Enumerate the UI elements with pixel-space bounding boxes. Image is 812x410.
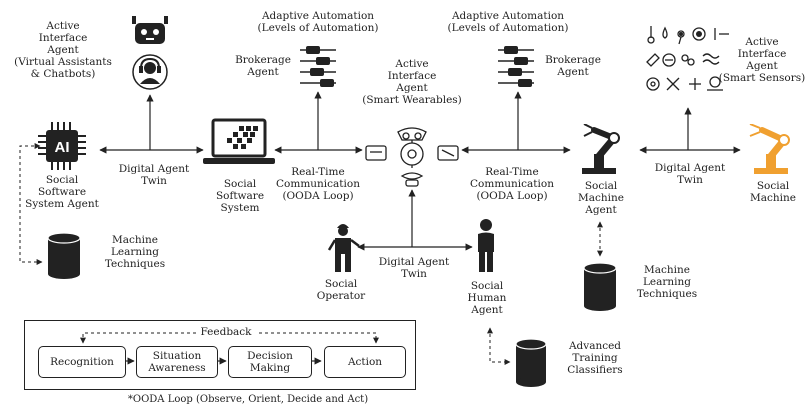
robot-arm-black-icon — [582, 124, 620, 174]
ooda-step-recognition: Recognition — [38, 346, 126, 378]
label-realtime-comm-left: Real-Time Communication (OODA Loop) — [276, 166, 360, 202]
laptop-icon — [203, 118, 275, 164]
ooda-feedback-label: Feedback — [196, 326, 256, 338]
smart-wearables-icon — [365, 127, 459, 187]
social-operator-icon — [327, 224, 360, 272]
ooda-step-decision-making: Decision Making — [228, 346, 312, 378]
label-social-human-agent: Social Human Agent — [467, 280, 507, 316]
social-human-icon — [478, 219, 494, 272]
ml-database-right-icon — [583, 262, 617, 311]
label-social-machine: Social Machine — [750, 180, 796, 204]
label-social-operator: Social Operator — [316, 278, 366, 302]
robot-arm-orange-icon — [749, 124, 790, 174]
label-adaptive-automation-right: Adaptive Automation (Levels of Automatio… — [447, 10, 569, 34]
sliders-left-icon — [300, 46, 336, 87]
chatbot-robot-icon — [132, 16, 168, 44]
label-ml-techniques-right: Machine Learning Techniques — [636, 264, 698, 300]
ml-database-left-icon — [47, 232, 81, 279]
label-active-interface-agent-sensors: Active Interface Agent (Smart Sensors) — [718, 36, 806, 84]
sliders-right-icon — [498, 46, 534, 87]
dashed-link-human-to-training — [487, 327, 511, 365]
training-database-icon — [515, 338, 547, 387]
label-realtime-comm-right: Real-Time Communication (OODA Loop) — [470, 166, 554, 202]
ai-chip-icon: AI — [38, 122, 86, 170]
label-digital-agent-twin-right: Digital Agent Twin — [654, 162, 726, 186]
smart-sensors-icon — [646, 26, 729, 91]
label-adaptive-automation-left: Adaptive Automation (Levels of Automatio… — [257, 10, 379, 34]
headset-assistant-icon — [132, 54, 168, 90]
label-digital-agent-twin-left: Digital Agent Twin — [118, 163, 190, 187]
label-social-machine-agent: Social Machine Agent — [578, 180, 624, 216]
label-brokerage-agent-left: Brokerage Agent — [235, 54, 291, 78]
label-social-software-system: Social Software System — [215, 178, 265, 214]
label-brokerage-agent-right: Brokerage Agent — [545, 54, 601, 78]
label-ml-techniques-left: Machine Learning Techniques — [104, 234, 166, 270]
ooda-footnote: *OODA Loop (Observe, Orient, Decide and … — [127, 394, 369, 405]
label-active-interface-agent-va: Active Interface Agent (Virtual Assistan… — [14, 20, 112, 80]
dashed-link-ai-to-ml — [19, 143, 43, 265]
ooda-panel — [24, 320, 416, 390]
label-advanced-training: Advanced Training Classifiers — [567, 340, 623, 376]
ai-chip-text: AI — [55, 139, 70, 156]
ooda-step-situation-awareness: Situation Awareness — [136, 346, 218, 378]
label-digital-agent-twin-center: Digital Agent Twin — [378, 256, 450, 280]
label-social-software-system-agent: Social Software System Agent — [25, 174, 99, 210]
ooda-step-action: Action — [324, 346, 406, 378]
label-active-interface-agent-wearables: Active Interface Agent (Smart Wearables) — [362, 58, 462, 106]
